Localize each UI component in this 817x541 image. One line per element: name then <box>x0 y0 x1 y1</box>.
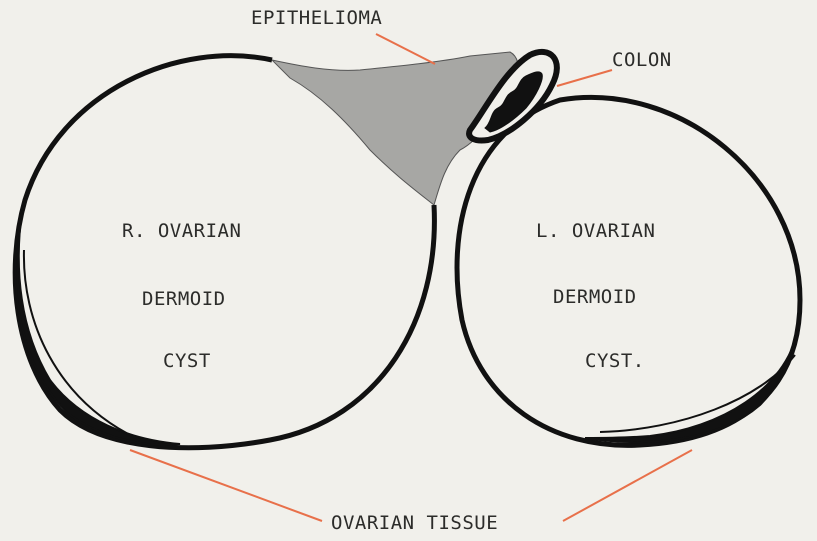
left-cyst-label-line3: CYST. <box>585 352 645 371</box>
right-cyst-tissue <box>15 210 180 445</box>
tissue-leader-line-right <box>130 450 322 521</box>
right-cyst-label-line1: R. OVARIAN <box>122 222 241 241</box>
left-cyst-label-line2: DERMOID <box>553 288 637 307</box>
epithelioma-label: EPITHELIOMA <box>251 9 382 28</box>
epithelioma-leader-line <box>376 34 435 64</box>
left-cyst-label-line1: L. OVARIAN <box>536 222 655 241</box>
ovarian-tissue-label: OVARIAN TISSUE <box>331 514 498 533</box>
left-cyst-tissue <box>585 330 798 442</box>
right-cyst-label-line2: DERMOID <box>142 290 226 309</box>
colon-label: COLON <box>612 51 672 70</box>
right-cyst-label-line3: CYST <box>163 352 211 371</box>
colon-leader-line <box>557 70 612 86</box>
tissue-leader-line-left <box>563 450 692 521</box>
